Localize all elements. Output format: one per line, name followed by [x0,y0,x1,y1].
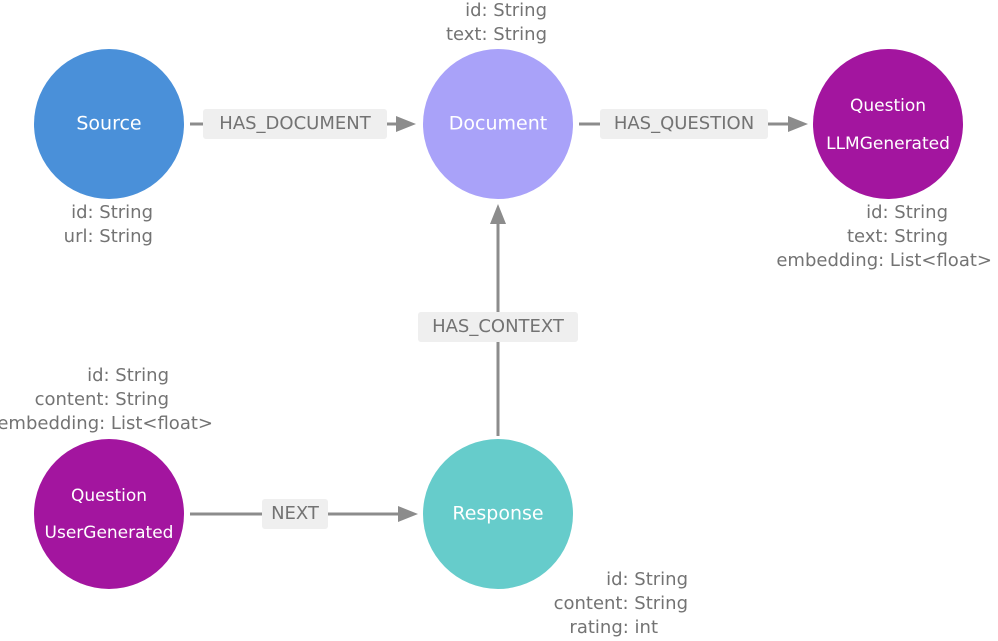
property-text: id: String [465,0,547,21]
arrow-head-icon [398,506,418,522]
node-response-circle[interactable] [423,439,573,589]
node-response[interactable]: Response [423,439,573,589]
node-source-properties: id: String url: String [64,202,153,247]
node-document-circle[interactable] [423,49,573,199]
edge-label-background [600,109,768,139]
node-question-llm[interactable]: Question LLMGenerated [813,49,963,199]
node-document-properties: id: String text: String [446,0,547,45]
node-question-user-sublabel: UserGenerated [45,523,174,543]
arrow-head-icon [396,116,416,132]
property-text: embedding: List<float> [0,413,213,434]
node-question-llm-label: Question [850,96,926,116]
node-document-label: Document [449,113,547,135]
node-source[interactable]: Source [34,49,184,199]
node-question-user-label: Question [71,486,147,506]
node-question-llm-sublabel: LLMGenerated [826,134,950,154]
edge-label-next: NEXT [271,503,320,524]
edge-has-context: HAS_CONTEXT [418,204,578,436]
node-response-label: Response [452,503,543,525]
node-question-user[interactable]: Question UserGenerated [34,439,184,589]
node-source-label: Source [76,113,141,135]
edge-next: NEXT [190,499,418,529]
property-text: id: String [606,569,688,590]
property-text: content: String [35,389,169,410]
edge-label-has-context: HAS_CONTEXT [432,316,565,337]
arrow-head-icon [490,204,506,224]
node-question-llm-properties: id: String text: String embedding: List<… [776,202,992,271]
property-text: id: String [866,202,948,223]
property-text: id: String [87,365,169,386]
property-text: text: String [446,24,547,45]
edge-has-document: HAS_DOCUMENT [190,109,416,139]
property-text: rating: int [569,617,658,638]
node-source-circle[interactable] [34,49,184,199]
property-text: text: String [847,226,948,247]
property-text: id: String [71,202,153,223]
edge-label-background [262,499,328,529]
node-response-properties: id: String content: String rating: int [554,569,688,638]
edge-label-has-question: HAS_QUESTION [614,113,754,134]
edge-label-background [418,312,578,342]
edge-label-has-document: HAS_DOCUMENT [219,113,371,134]
node-document[interactable]: Document [423,49,573,199]
property-text: embedding: List<float> [776,250,992,271]
node-question-user-properties: id: String content: String embedding: Li… [0,365,213,434]
property-text: content: String [554,593,688,614]
node-question-user-circle[interactable] [34,439,184,589]
arrow-head-icon [788,116,808,132]
node-question-llm-circle[interactable] [813,49,963,199]
edge-label-background [203,109,387,139]
edge-has-question: HAS_QUESTION [579,109,808,139]
property-text: url: String [64,226,153,247]
